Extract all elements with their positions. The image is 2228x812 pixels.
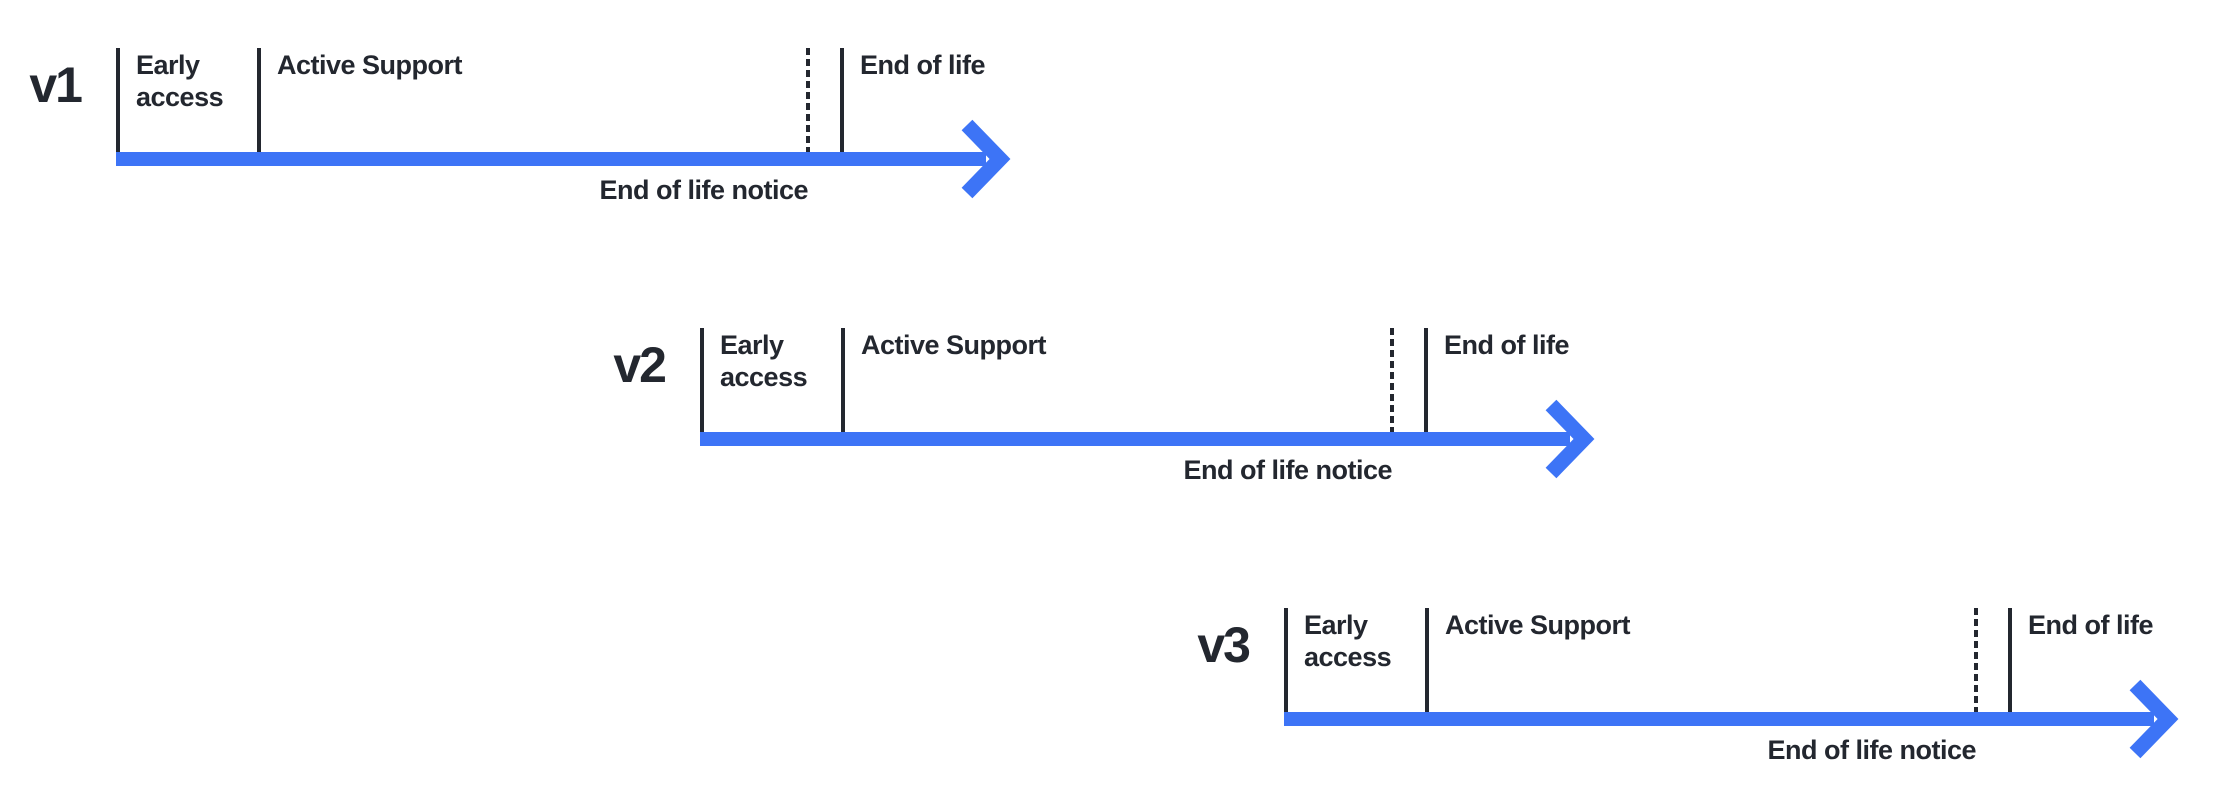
end-of-life-label: End of life — [860, 50, 986, 80]
active-support-start-tick — [257, 48, 261, 152]
eol-notice-dashed-tick — [1974, 608, 1978, 712]
active-support-label: Active Support — [277, 50, 463, 80]
eol-notice-label: End of life notice — [599, 175, 808, 205]
timeline-row: v1 Early access Active Support End of li… — [29, 48, 1116, 268]
active-support-label: Active Support — [1445, 610, 1631, 640]
active-support-start-tick — [1425, 608, 1429, 712]
version-label: v3 — [1197, 617, 1251, 673]
eol-notice-dashed-tick — [806, 48, 810, 152]
early-access-start-tick — [1284, 608, 1288, 712]
early-access-start-tick — [700, 328, 704, 432]
eol-notice-label: End of life notice — [1767, 735, 1976, 765]
timeline-row: v3 Early access Active Support End of li… — [1197, 608, 2228, 812]
version-label: v2 — [613, 337, 667, 393]
timeline-arrow — [1284, 679, 2179, 759]
eol-notice-dashed-tick — [1390, 328, 1394, 432]
timeline-arrow — [116, 119, 1011, 199]
timeline-row: v2 Early access Active Support End of li… — [613, 328, 1700, 548]
arrow-shaft — [700, 432, 1570, 446]
active-support-label: Active Support — [861, 330, 1047, 360]
early-access-label: Early access — [1304, 610, 1392, 672]
arrow-shaft — [1284, 712, 2154, 726]
early-access-start-tick — [116, 48, 120, 152]
arrowhead-icon — [1545, 399, 1595, 479]
version-label: v1 — [29, 57, 83, 113]
eol-notice-label: End of life notice — [1183, 455, 1392, 485]
end-of-life-tick — [1424, 328, 1428, 432]
end-of-life-label: End of life — [2028, 610, 2154, 640]
timeline-arrow — [700, 399, 1595, 479]
end-of-life-label: End of life — [1444, 330, 1570, 360]
arrowhead-icon — [2129, 679, 2179, 759]
early-access-label: Early access — [720, 330, 808, 392]
arrowhead-icon — [961, 119, 1011, 199]
active-support-start-tick — [841, 328, 845, 432]
end-of-life-tick — [840, 48, 844, 152]
early-access-label: Early access — [136, 50, 224, 112]
arrow-shaft — [116, 152, 986, 166]
end-of-life-tick — [2008, 608, 2012, 712]
